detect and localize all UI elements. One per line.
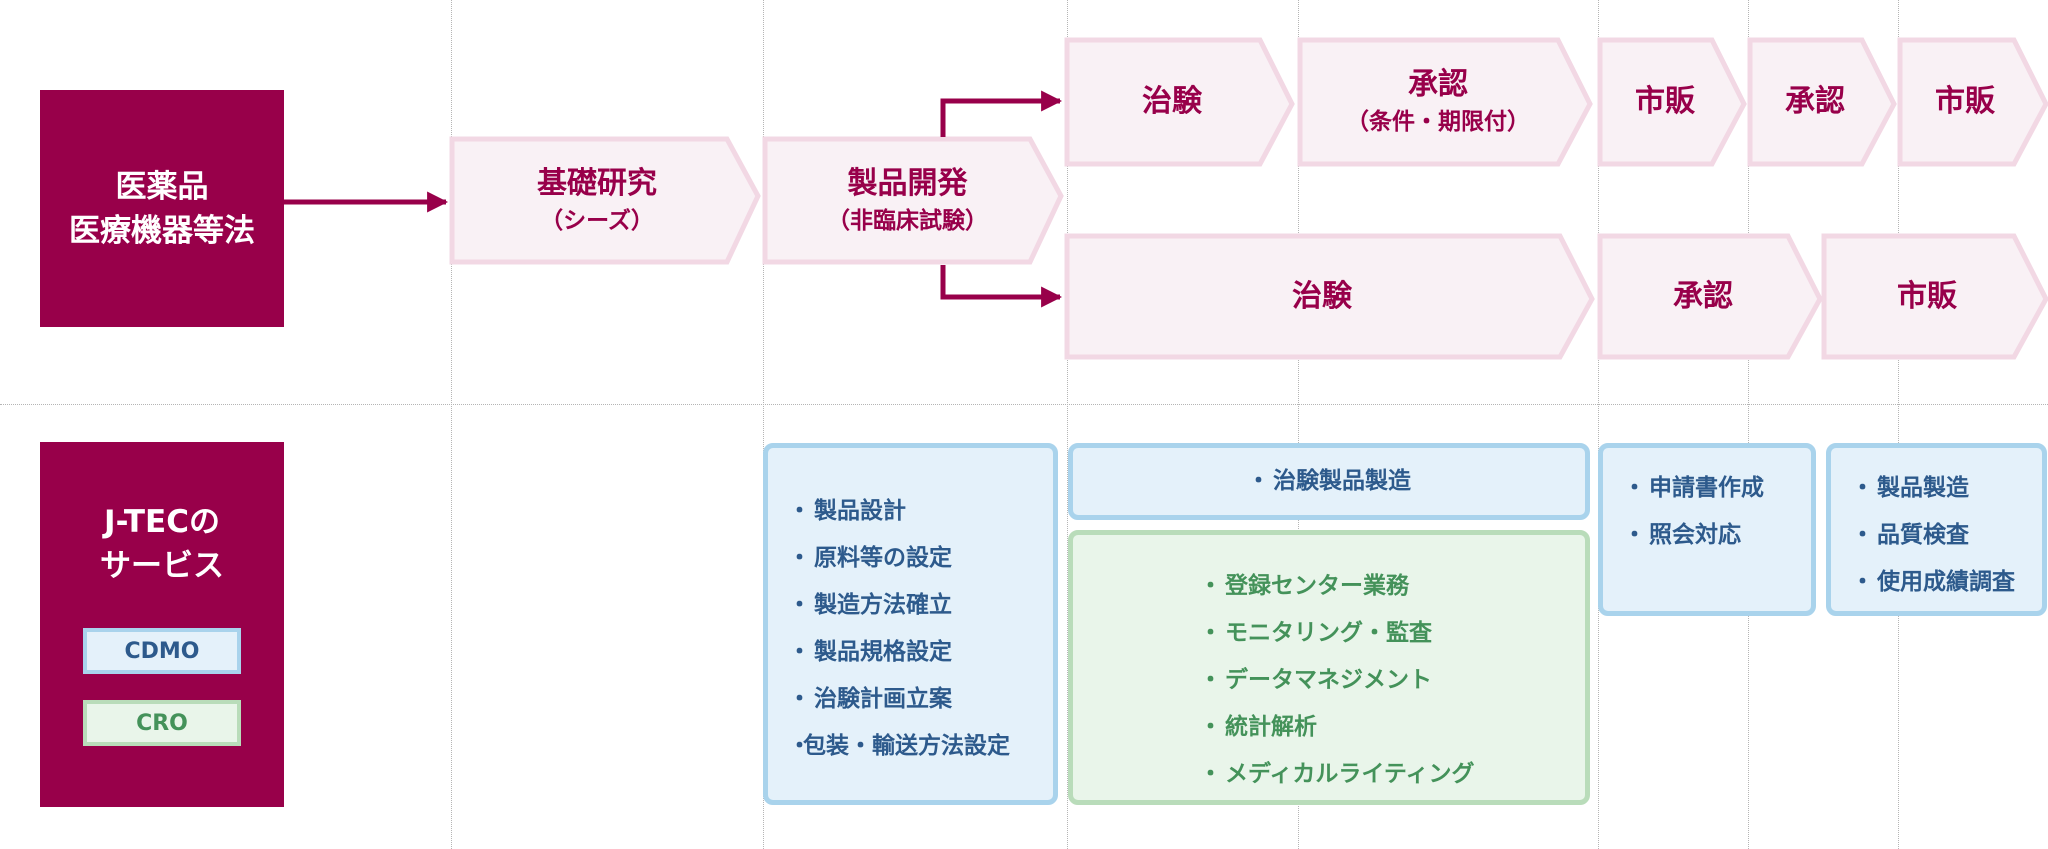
grid-line xyxy=(1898,0,1899,849)
law-box: 医薬品 医療機器等法 xyxy=(40,90,284,327)
chevron-lower-market xyxy=(1821,233,2048,360)
list-item-text: 品質検査 xyxy=(1877,522,1969,548)
list-item-text: 製品設計 xyxy=(814,498,906,524)
list-item-text: 製造方法確立 xyxy=(814,592,952,618)
list-item: ・製品設計 xyxy=(788,488,1053,535)
list-item: ・治験製品製造 xyxy=(1247,458,1411,505)
list-item: ・治験計画立案 xyxy=(788,676,1053,723)
service-box-line1: J-TECの xyxy=(104,504,220,540)
service-box: J-TECの サービス xyxy=(40,442,284,807)
chevron-upper-approval xyxy=(1297,37,1593,167)
grid-line xyxy=(1067,0,1068,849)
list-item: ・原料等の設定 xyxy=(788,535,1053,582)
list-item: ・包装・輸送方法設定 xyxy=(788,723,1053,770)
list-item-text: 登録センター業務 xyxy=(1225,573,1409,599)
chevron-basic-research xyxy=(449,136,761,265)
bullet: ・ xyxy=(1199,714,1222,740)
service-trial-cro: ・登録センター業務 ・モニタリング・監査 ・データマネジメント ・統計解析 ・メ… xyxy=(1068,530,1590,805)
arrow-dev-to-lower xyxy=(940,265,1063,308)
list-item: ・データマネジメント xyxy=(1199,657,1585,704)
bullet: ・ xyxy=(1199,573,1222,599)
list-item: ・品質検査 xyxy=(1851,512,2042,559)
list-item: ・メディカルライティング xyxy=(1199,751,1585,798)
grid-line xyxy=(451,0,452,849)
list-item: ・申請書作成 xyxy=(1623,465,1811,512)
bullet: ・ xyxy=(1247,468,1270,494)
grid-line xyxy=(1298,0,1299,849)
bullet: ・ xyxy=(788,733,811,759)
bullet: ・ xyxy=(1851,522,1874,548)
list-item-text: 製品規格設定 xyxy=(814,639,952,665)
list-item-text: 申請書作成 xyxy=(1649,475,1764,501)
bullet: ・ xyxy=(1199,620,1222,646)
list-item-text: 統計解析 xyxy=(1225,714,1317,740)
bullet: ・ xyxy=(1623,475,1646,501)
list-item-text: 包装・輸送方法設定 xyxy=(803,733,1010,759)
chevron-lower-approval xyxy=(1597,233,1823,360)
bullet: ・ xyxy=(788,639,811,665)
grid-line xyxy=(1748,0,1749,849)
bullet: ・ xyxy=(1199,667,1222,693)
list-item-text: モニタリング・監査 xyxy=(1225,620,1432,646)
service-market: ・製品製造 ・品質検査 ・使用成績調査 xyxy=(1826,443,2047,616)
list-item: ・統計解析 xyxy=(1199,704,1585,751)
arrow-dev-to-upper xyxy=(940,90,1063,137)
list-item-text: 使用成績調査 xyxy=(1877,569,2015,595)
law-box-line1: 医薬品 xyxy=(115,168,209,205)
bullet: ・ xyxy=(1851,569,1874,595)
chevron-upper-trial xyxy=(1064,37,1295,167)
list-item: ・使用成績調査 xyxy=(1851,559,2042,606)
bullet: ・ xyxy=(1623,522,1646,548)
law-box-line2: 医療機器等法 xyxy=(69,212,255,249)
chevron-upper-market xyxy=(1597,37,1747,167)
service-product-dev: ・製品設計 ・原料等の設定 ・製造方法確立 ・製品規格設定 ・治験計画立案 ・包… xyxy=(763,443,1058,805)
bullet: ・ xyxy=(1199,761,1222,787)
list-item: ・製品製造 xyxy=(1851,465,2042,512)
list-item-text: 治験計画立案 xyxy=(814,686,952,712)
chevron-upper-market-2 xyxy=(1897,37,2048,167)
list-item: ・製品規格設定 xyxy=(788,629,1053,676)
list-item: ・照会対応 xyxy=(1623,512,1811,559)
grid-line xyxy=(763,0,764,849)
chevron-product-dev xyxy=(762,136,1064,265)
legend-cdmo: CDMO xyxy=(83,628,241,674)
service-trial-cdmo: ・治験製品製造 xyxy=(1068,443,1590,520)
list-item-text: データマネジメント xyxy=(1225,667,1432,693)
list-item: ・登録センター業務 xyxy=(1199,563,1585,610)
chevron-lower-trial xyxy=(1064,233,1595,360)
grid-divider xyxy=(0,404,2048,405)
bullet: ・ xyxy=(1851,475,1874,501)
bullet: ・ xyxy=(788,498,811,524)
bullet: ・ xyxy=(788,686,811,712)
list-item-text: 原料等の設定 xyxy=(814,545,952,571)
list-item: ・モニタリング・監査 xyxy=(1199,610,1585,657)
grid-line xyxy=(1598,0,1599,849)
bullet: ・ xyxy=(788,545,811,571)
bullet: ・ xyxy=(788,592,811,618)
service-box-line2: サービス xyxy=(100,548,224,584)
list-item-text: 治験製品製造 xyxy=(1273,468,1411,494)
list-item: ・製造方法確立 xyxy=(788,582,1053,629)
chevron-upper-approval-2 xyxy=(1747,37,1897,167)
legend-cro: CRO xyxy=(83,700,241,746)
service-approval: ・申請書作成 ・照会対応 xyxy=(1598,443,1816,616)
list-item-text: 照会対応 xyxy=(1649,522,1741,548)
list-item-text: 製品製造 xyxy=(1877,475,1969,501)
list-item-text: メディカルライティング xyxy=(1225,761,1475,787)
